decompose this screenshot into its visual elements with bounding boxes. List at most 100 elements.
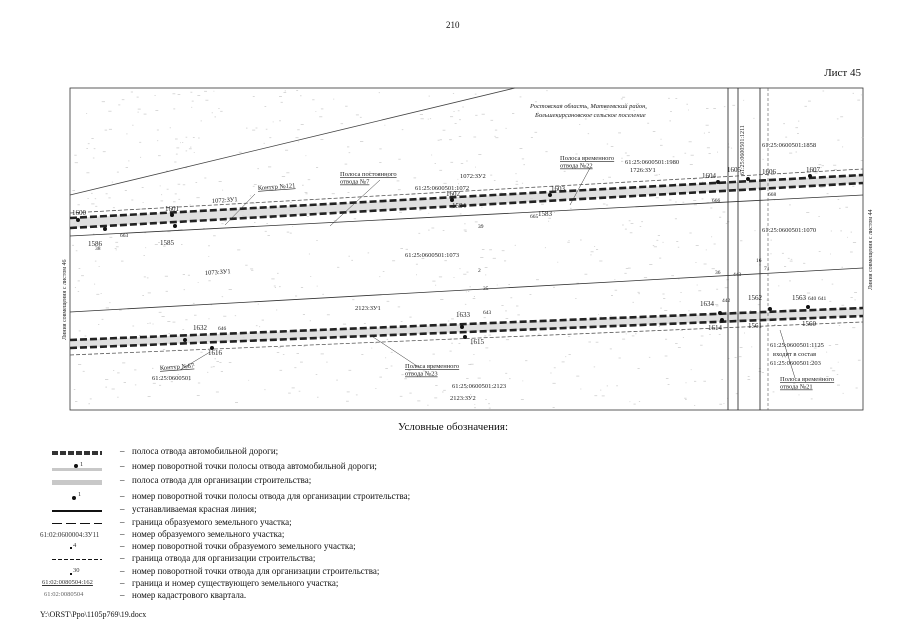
label-temp-strip-21-line-1: отвода №21 xyxy=(780,384,813,391)
label-perm-strip-line-1: отвода №7 xyxy=(340,179,370,186)
legend-text: граница и номер существующего земельного… xyxy=(132,578,339,588)
legend-text: номер образуемого земельного участка; xyxy=(132,529,285,539)
leader-contour67 xyxy=(179,351,211,371)
legend-item: 4 –номер поворотной точки образуемого зем… xyxy=(40,541,640,554)
legend-text: номер поворотной точки полосы отвода для… xyxy=(132,491,411,501)
label-temp-strip-21-line-0: Полоса временного xyxy=(780,376,834,383)
label-perm-strip-line-0: Полоса постоянного xyxy=(340,171,397,178)
legend-title: Условные обозначения: xyxy=(398,421,509,433)
small-number-71: 71 xyxy=(764,266,770,272)
page-number: 210 xyxy=(446,20,460,30)
legend-symbol xyxy=(40,554,115,566)
legend-dash: – xyxy=(120,578,125,588)
legend-text: номер поворотной точки образуемого земел… xyxy=(132,541,356,551)
point-1601: 1601 xyxy=(165,205,180,213)
boundary-line xyxy=(69,87,516,196)
legend-item: 30–номер поворотной точки отвода для орг… xyxy=(40,566,640,579)
point-1632: 1632 xyxy=(193,324,208,332)
point-1607: 1607 xyxy=(806,166,821,174)
parcel-vertical: 61:25:0600501:1211 xyxy=(740,125,746,175)
map-frame xyxy=(69,87,864,411)
legend-text: полоса отвода автомобильной дороги; xyxy=(132,446,279,456)
road-boundary-lower-a xyxy=(69,306,864,342)
legend-item: –полоса отвода автомобильной дороги; xyxy=(40,446,640,459)
legend-text: устанавливаемая красная линия; xyxy=(132,504,257,514)
legend-text: полоса отвода для организации строительс… xyxy=(132,475,312,485)
legend-item: 1–номер поворотной точки полосы отвода д… xyxy=(40,491,640,504)
point-1615: 1615 xyxy=(470,338,485,346)
legend-dash: – xyxy=(120,517,125,527)
label-cad-1072: 61:25:0600501:1072 xyxy=(415,185,469,192)
label-cad-203: 61:25:0600501:203 xyxy=(770,360,821,367)
legend-text: номер поворотной точки полосы отвода авт… xyxy=(132,461,377,471)
label-temp-strip-22-line-0: Полоса временного xyxy=(560,155,614,162)
legend-item: 1–номер поворотной точки полосы отвода а… xyxy=(40,461,640,474)
label-cad-2123: 61:25:0600501:2123 xyxy=(452,383,506,390)
legend-symbol: 30 xyxy=(40,567,115,579)
legend-dash: – xyxy=(120,475,125,485)
legend-dash: – xyxy=(120,529,125,539)
footer-file-path: Y:\ORST\Ppo\1105p769\19.docx xyxy=(40,610,147,619)
small-number-38: 38 xyxy=(95,246,101,252)
small-number-665: 665 xyxy=(530,214,539,220)
legend-dash: – xyxy=(120,541,125,551)
leader-temp22 xyxy=(569,167,591,206)
legend-symbol: 61:02:0080504 xyxy=(40,591,115,603)
region-caption-1: Ростовская область, Матвеевский район, xyxy=(529,103,647,110)
label-zu-1072: 1072:ЗУ1 xyxy=(212,196,238,205)
small-number-36: 36 xyxy=(715,270,721,276)
legend-dash: – xyxy=(120,566,125,576)
label-temp-strip-22-line-1: отвода №22 xyxy=(560,163,593,170)
label-temp-strip-23-line-0: Полоса временного xyxy=(405,363,459,370)
small-number-443: 443 xyxy=(733,272,742,278)
legend-sample: 30 xyxy=(73,567,80,574)
road-boundary-upper-a xyxy=(69,173,864,220)
label-cad-1980: 61:25:0600501:1980 xyxy=(625,159,679,166)
parcel-line-1 xyxy=(69,194,864,237)
label-zu-1726: 1726:ЗУ1 xyxy=(630,167,656,174)
legend-dash: – xyxy=(120,553,125,563)
legend-symbol xyxy=(40,447,115,459)
label-zu-1072-2: 1072:ЗУ2 xyxy=(460,173,486,180)
road-strip-lower-fill xyxy=(70,308,863,348)
legend-dash: – xyxy=(120,590,125,600)
legend-item: 61:02:0080504:162–граница и номер сущест… xyxy=(40,578,640,591)
legend-sample: 4 xyxy=(73,542,77,549)
small-number-2: 2 xyxy=(478,268,481,274)
legend-sample: 1 xyxy=(78,491,82,498)
small-number-643: 643 xyxy=(483,310,492,316)
legend-item: –устанавливаемая красная линия; xyxy=(40,504,640,517)
legend-item: 61:02:0600004:ЗУ11–номер образуемого зем… xyxy=(40,529,640,542)
point-1583: 1583 xyxy=(538,210,553,218)
label-zu-2123-2: 2123:ЗУ2 xyxy=(450,395,476,402)
leader-perm xyxy=(329,179,381,227)
cadastral-map: Ростовская область, Матвеевский район, Б… xyxy=(62,87,874,411)
temp-strip-line-lower xyxy=(69,321,864,356)
small-number-666: 666 xyxy=(712,198,721,204)
label-quarter: 61:25:0600501 xyxy=(152,375,191,382)
small-number-641: 641 xyxy=(818,296,827,302)
label-cad-1125: 61:25:0600501:1125 xyxy=(770,342,824,349)
point-1584: 1584 xyxy=(452,202,467,210)
legend-symbol: 1 xyxy=(40,461,115,474)
legend-text: граница образуемого земельного участка; xyxy=(132,517,292,527)
point-1633: 1633 xyxy=(456,311,471,319)
legend-symbol: 1 xyxy=(40,491,115,504)
legend-dash: – xyxy=(120,446,125,456)
point-1605: 1605 xyxy=(727,166,742,174)
small-number-442: 442 xyxy=(722,298,731,304)
match-line-left: Линия совмещения с листом 46 xyxy=(62,259,68,340)
leader-temp23 xyxy=(369,334,421,369)
label-temp-strip-23-line-1: отвода №23 xyxy=(405,371,438,378)
sheet-label: Лист 45 xyxy=(824,67,861,79)
turning-points xyxy=(76,174,812,350)
label-contour-121: Контур №121 xyxy=(258,182,296,192)
small-number-39: 39 xyxy=(478,224,484,230)
point-1614: 1614 xyxy=(708,324,723,332)
small-number-646: 646 xyxy=(218,326,227,332)
legend-sample: 1 xyxy=(80,461,84,468)
point-1602: 1602 xyxy=(446,190,461,198)
label-cad-1858: 61:25:0600501:1858 xyxy=(762,142,816,149)
